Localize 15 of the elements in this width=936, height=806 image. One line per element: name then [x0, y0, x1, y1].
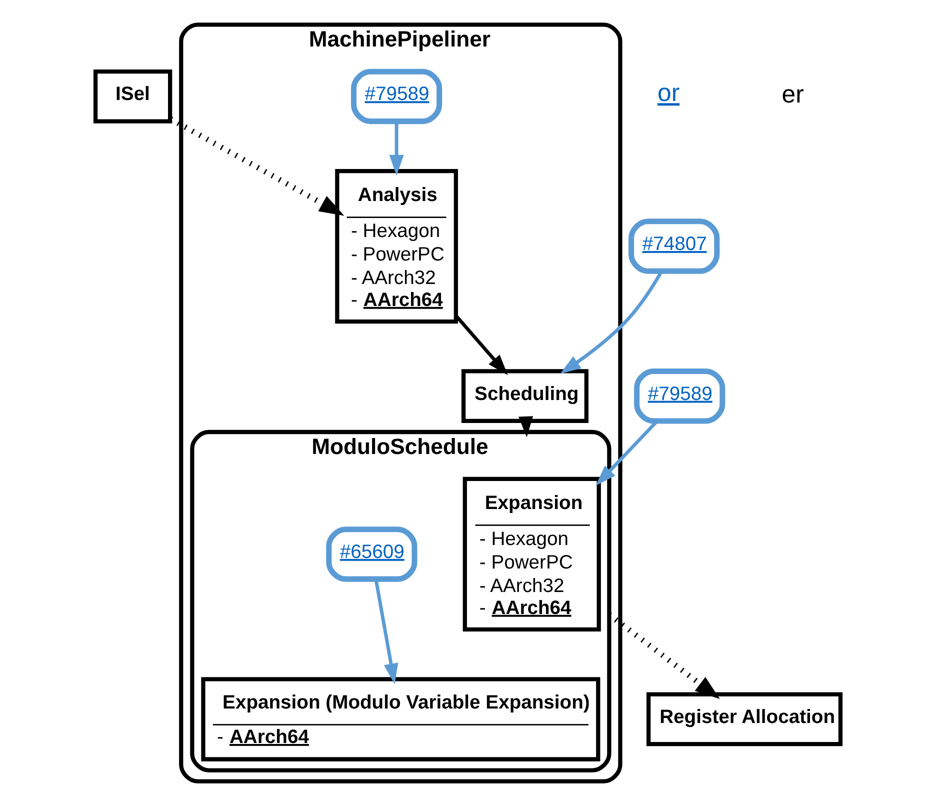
node-box: Register Allocation	[646, 692, 843, 746]
label: or	[658, 80, 680, 108]
arrow	[374, 578, 398, 684]
node-box: Analysis - Hexagon - PowerPC - AArch32 - AArch64	[335, 168, 458, 324]
node-box: ISel	[93, 70, 172, 124]
node-box: Expansion (Modulo Variable Expansion) - AArch64	[201, 677, 600, 762]
arrow	[389, 121, 404, 176]
node-box: #74807	[628, 218, 720, 274]
label: er	[782, 82, 804, 109]
node-box: #79589	[350, 68, 442, 124]
arrow	[518, 416, 534, 438]
node-box: #65609	[326, 526, 418, 582]
node-box: Expansion - Hexagon - PowerPC - AArch32 - AArch64	[462, 476, 601, 632]
arrow	[169, 116, 344, 216]
node-box: #79589	[634, 368, 726, 424]
